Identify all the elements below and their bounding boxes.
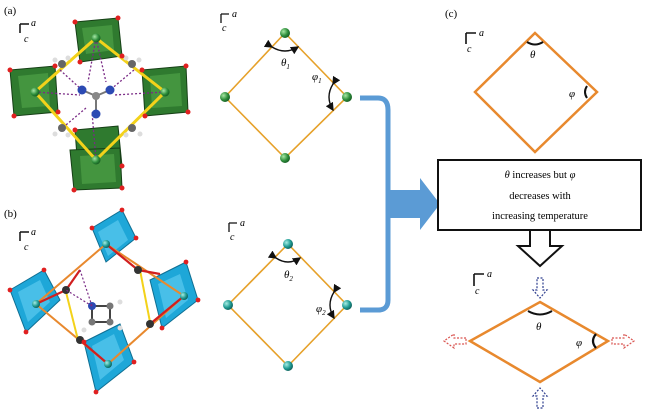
- atom-left: [223, 300, 233, 310]
- connector-arrow: [360, 95, 440, 313]
- axis-c-label: c: [24, 34, 29, 45]
- theta-1-label: θ1: [281, 57, 290, 71]
- theta-label-heated: θ: [536, 321, 542, 333]
- phi-1-label: φ1: [312, 71, 322, 85]
- axis-a-label: a: [487, 269, 492, 280]
- schematic-a: a c θ1 φ1: [220, 9, 352, 163]
- expand-arrow-right: [611, 332, 636, 350]
- compress-arrow-bottom: [531, 387, 549, 409]
- atom-bottom: [280, 153, 290, 163]
- axis-indicator-a2: a c: [220, 9, 237, 34]
- panel-a: (a) a c: [4, 5, 352, 193]
- axis-a-label: a: [31, 227, 36, 238]
- atom-top: [280, 28, 290, 38]
- callout-line-3: increasing temperature: [492, 211, 588, 222]
- axis-a-label: a: [240, 218, 245, 229]
- axis-c-label: c: [475, 286, 480, 297]
- callout-line-2: decreases with: [509, 191, 571, 202]
- axis-a-label: a: [232, 9, 237, 20]
- panel-a-label: (a): [4, 5, 17, 17]
- crystal-structure-b: [7, 207, 201, 395]
- axis-indicator-b2: a c: [228, 218, 245, 243]
- atom-right: [342, 300, 352, 310]
- theta-label: θ: [530, 49, 536, 61]
- callout-line-1: θ increases but φ: [505, 170, 576, 181]
- axis-indicator-b: a c: [19, 227, 36, 253]
- atom-left: [220, 92, 230, 102]
- atom-top: [283, 239, 293, 249]
- panel-b-label: (b): [4, 208, 17, 220]
- axis-c-label: c: [230, 232, 235, 243]
- axis-indicator-c2: a c: [473, 269, 492, 297]
- callout-box: [437, 159, 642, 231]
- axis-a-label: a: [479, 28, 484, 39]
- panel-c-label: (c): [445, 8, 458, 20]
- schematic-b: a c θ2 φ2: [223, 218, 352, 371]
- phi-2-label: φ2: [316, 303, 326, 317]
- atom-right: [342, 92, 352, 102]
- axis-indicator-a: a c: [19, 18, 36, 45]
- down-arrow: [515, 229, 565, 268]
- atom-bottom: [283, 361, 293, 371]
- axis-a-label: a: [31, 18, 36, 29]
- theta-2-label: θ2: [284, 269, 293, 283]
- panel-b: (b) a c: [4, 207, 352, 395]
- rhombus-heated: [467, 300, 611, 384]
- phi-label: φ: [569, 88, 575, 100]
- compress-arrow-top: [531, 277, 549, 299]
- axis-c-label: c: [24, 242, 29, 253]
- axis-indicator-c1: a c: [465, 28, 484, 55]
- rhombus-initial: [473, 31, 599, 154]
- expand-arrow-left: [442, 332, 467, 350]
- axis-c-label: c: [222, 23, 227, 34]
- crystal-structure-a: [7, 15, 191, 193]
- panel-c: (c) a c θ φ θ increases but φ decreases …: [437, 8, 642, 409]
- axis-c-label: c: [467, 44, 472, 55]
- phi-label-heated: φ: [576, 337, 582, 349]
